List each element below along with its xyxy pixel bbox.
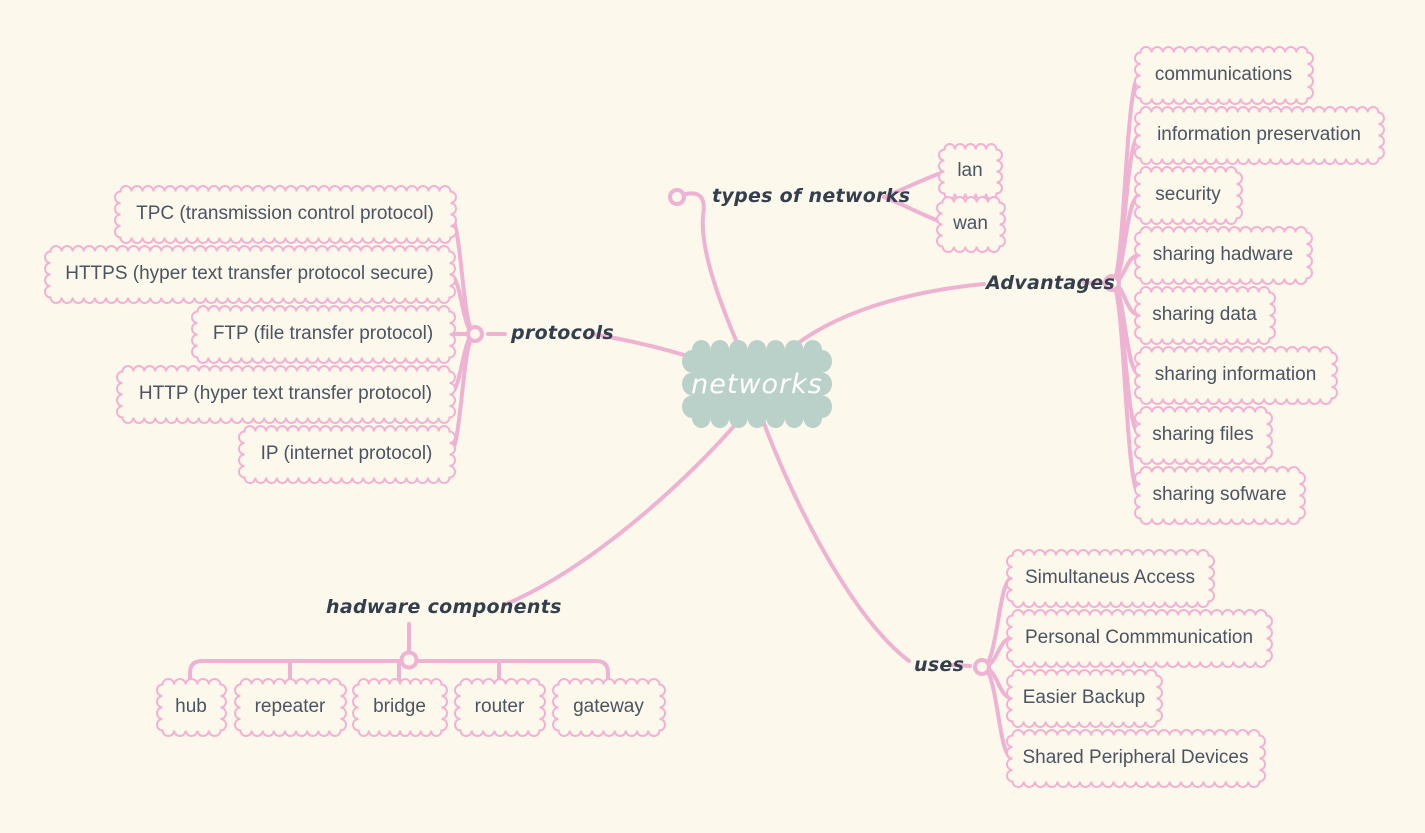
protocols-branch-handle[interactable] (466, 325, 484, 343)
advantages-branch-handle[interactable] (1103, 274, 1121, 292)
branch-label-protocols[interactable]: protocols (511, 322, 614, 344)
node-repeater[interactable]: repeater (233, 677, 347, 737)
types-branch-handle[interactable] (668, 188, 686, 206)
node-easier-backup[interactable]: Easier Backup (1005, 668, 1163, 728)
node-text: IP (internet protocol) (260, 443, 433, 464)
node-text: HTTP (hyper text transfer protocol) (138, 383, 433, 404)
node-sharing-hadware[interactable]: sharing hadware (1133, 225, 1313, 285)
root-node-text: networks (691, 368, 823, 400)
node-text: sharing information (1154, 364, 1317, 385)
link-uses-to-ring (951, 663, 972, 668)
branch-label-types-of-networks[interactable]: types of networks (712, 185, 911, 207)
node-tpc[interactable]: TPC (transmission control protocol) (113, 184, 457, 244)
node-text: hub (175, 696, 207, 717)
node-sharing-data[interactable]: sharing data (1133, 285, 1276, 345)
node-lan[interactable]: lan (937, 142, 1003, 200)
node-ftp[interactable]: FTP (file transfer protocol) (190, 304, 456, 364)
node-text: sharing data (1152, 304, 1257, 325)
hadware-branch-handle[interactable] (399, 650, 419, 670)
branch-label-uses[interactable]: uses (914, 654, 965, 676)
node-text: gateway (573, 696, 644, 717)
node-text: security (1155, 184, 1221, 205)
node-sharing-information[interactable]: sharing information (1133, 345, 1338, 405)
node-text: sharing files (1152, 424, 1254, 445)
node-hub[interactable]: hub (155, 677, 227, 737)
branch-label-advantages[interactable]: Advantages (986, 272, 1116, 294)
link-center-to-uses (760, 416, 911, 663)
node-text: Simultaneus Access (1024, 567, 1196, 588)
node-text: bridge (373, 696, 426, 717)
uses-branch-handle[interactable] (973, 658, 991, 676)
node-text: HTTPS (hyper text transfer protocol secu… (65, 263, 434, 284)
node-text: TPC (transmission control protocol) (136, 203, 434, 224)
node-text: sharing hadware (1152, 244, 1294, 265)
node-text: wan (953, 213, 988, 234)
node-sharing-sofware[interactable]: sharing sofware (1133, 465, 1306, 525)
root-node-networks[interactable]: networks (682, 340, 832, 428)
node-text: lan (957, 160, 983, 181)
node-text: router (474, 696, 525, 717)
node-communications[interactable]: communications (1133, 45, 1314, 105)
node-text: FTP (file transfer protocol) (212, 323, 434, 344)
node-shared-peripheral-devices[interactable]: Shared Peripheral Devices (1005, 728, 1266, 788)
node-wan[interactable]: wan (935, 195, 1006, 253)
node-sharing-files[interactable]: sharing files (1133, 405, 1273, 465)
node-http[interactable]: HTTP (hyper text transfer protocol) (115, 364, 456, 424)
node-gateway[interactable]: gateway (551, 677, 666, 737)
branch-label-hadware-components[interactable]: hadware components (326, 596, 562, 618)
link-advantages-communications (1110, 73, 1142, 285)
node-router[interactable]: router (453, 677, 546, 737)
node-simultaneus-access[interactable]: Simultaneus Access (1005, 548, 1215, 608)
node-text: repeater (254, 696, 326, 717)
node-text: sharing sofware (1152, 484, 1287, 505)
link-center-to-hadware (502, 416, 743, 607)
node-bridge[interactable]: bridge (351, 677, 448, 737)
link-center-to-advantages (786, 282, 986, 353)
node-text: Shared Peripheral Devices (1022, 747, 1249, 768)
node-personal-commmunication[interactable]: Personal Commmunication (1005, 608, 1273, 668)
link-center-to-types (684, 191, 743, 354)
node-https[interactable]: HTTPS (hyper text transfer protocol secu… (43, 244, 456, 304)
node-information-preservation[interactable]: information preservation (1133, 105, 1385, 165)
node-security[interactable]: security (1133, 165, 1243, 225)
node-text: Personal Commmunication (1024, 627, 1254, 648)
node-text: Easier Backup (1022, 687, 1146, 708)
node-ip[interactable]: IP (internet protocol) (237, 424, 456, 484)
node-text: information preservation (1157, 124, 1361, 145)
node-text: communications (1154, 64, 1293, 85)
